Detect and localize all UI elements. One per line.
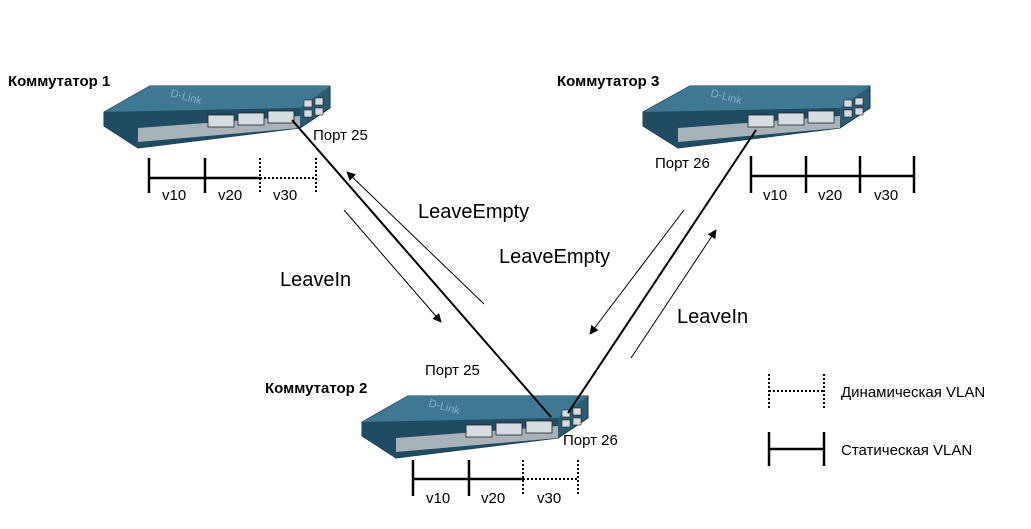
sw1-vlan-bar: [147, 158, 317, 193]
sw3-vlan-v10: v10: [763, 187, 787, 204]
arrow-right-up: [630, 229, 717, 359]
msg-right-up: LeaveIn: [677, 306, 748, 328]
sw1-port-label: Порт 25: [313, 127, 368, 144]
sw3-vlan-v20: v20: [818, 187, 842, 204]
sw1-vlan-v30: v30: [273, 187, 297, 204]
arrow-right-down: [589, 209, 685, 335]
switch-1-label: Коммутатор 1: [8, 73, 110, 90]
link-sw1-sw2: [291, 119, 552, 418]
sw2-left-port-label: Порт 25: [425, 362, 480, 379]
arrow-left-up: [346, 171, 485, 305]
legend-static-label: Статическая VLAN: [841, 442, 972, 459]
sw2-vlan-v20: v20: [481, 490, 505, 507]
sw3-vlan-v30: v30: [874, 187, 898, 204]
sw2-vlan-v10: v10: [426, 490, 450, 507]
legend-dynamic-label: Динамическая VLAN: [841, 384, 985, 401]
sw2-vlan-v30: v30: [537, 490, 561, 507]
sw1-vlan-v20: v20: [218, 187, 242, 204]
sw2-vlan-bar: [411, 460, 579, 496]
sw2-right-port-label: Порт 26: [563, 432, 618, 449]
switch-3-label: Коммутатор 3: [557, 73, 659, 90]
sw3-port-label: Порт 26: [655, 155, 710, 172]
switch-2-icon: D-Link: [361, 395, 589, 459]
switch-2-label: Коммутатор 2: [265, 380, 367, 397]
msg-right-down: LeaveEmpty: [499, 246, 610, 268]
legend-dynamic-symbol: [768, 374, 825, 408]
link-sw2-sw3: [567, 129, 757, 414]
msg-left-up: LeaveEmpty: [418, 201, 529, 223]
switch-3-icon: D-Link: [642, 85, 871, 149]
legend-static-symbol: [767, 432, 826, 466]
sw1-vlan-v10: v10: [162, 187, 186, 204]
msg-left-down: LeaveIn: [280, 269, 351, 291]
sw3-vlan-bar: [749, 156, 916, 193]
switch-1-icon: D-Link: [103, 85, 331, 149]
arrow-left-down: [343, 209, 442, 323]
